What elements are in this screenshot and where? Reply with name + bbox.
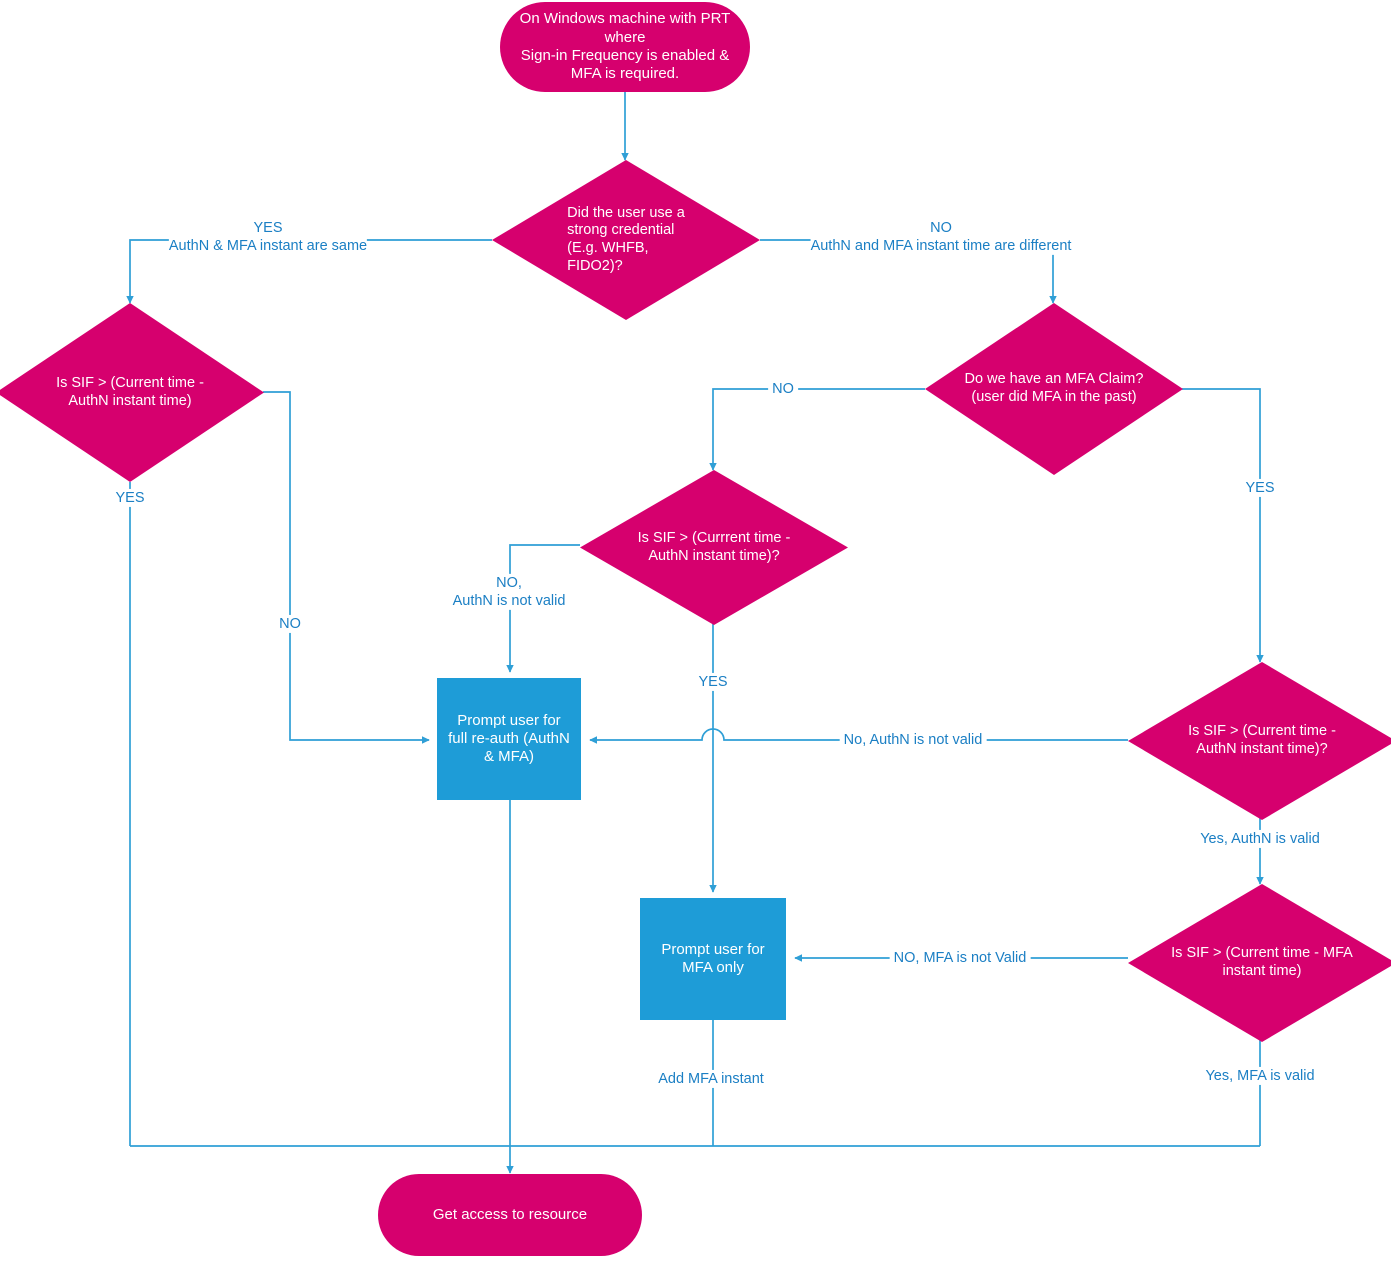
node-process-full-reauth[interactable]: Prompt user for full re-auth (AuthN & MF… <box>437 678 581 800</box>
edge-label-left-no: NO <box>276 614 304 634</box>
node-decision-sif-authn-right-label: Is SIF > (Current time - AuthN instant t… <box>1188 723 1336 757</box>
edge-label-right-yes-mfa-valid: Yes, MFA is valid <box>1201 1066 1319 1086</box>
node-start[interactable]: On Windows machine with PRT where Sign-i… <box>500 2 750 92</box>
edge-label-right-yes-authn-valid: Yes, AuthN is valid <box>1200 829 1320 849</box>
edge-label-no-different: NO AuthN and MFA instant time are differ… <box>810 218 1072 256</box>
node-decision-sif-authn-left-label: Is SIF > (Current time - AuthN instant t… <box>56 374 204 409</box>
edge-label-mid-yes: YES <box>695 672 731 692</box>
edge-label-add-mfa-instant: Add MFA instant <box>654 1069 768 1089</box>
node-decision-sif-authn-mid-label: Is SIF > (Currrent time - AuthN instant … <box>637 529 791 564</box>
node-process-mfa-only[interactable]: Prompt user for MFA only <box>640 898 786 1020</box>
edge-yes-to-leftsif <box>126 239 492 304</box>
edge-label-mid-no-authn-invalid: NO, AuthN is not valid <box>452 573 566 611</box>
edge-mfaclaim-no-to-midsif <box>709 388 925 471</box>
node-start-label: On Windows machine with PRT where Sign-i… <box>519 10 731 83</box>
node-decision-sif-mfa-right-label: Is SIF > (Current time - MFA instant tim… <box>1171 945 1353 979</box>
edge-label-right-no-authn-invalid: No, AuthN is not valid <box>839 730 987 750</box>
node-process-full-reauth-label: Prompt user for full re-auth (AuthN & MF… <box>448 711 570 766</box>
edge-leftsif-no-to-fullreauth <box>263 391 430 744</box>
edge-label-right-no-mfa-invalid: NO, MFA is not Valid <box>889 948 1031 968</box>
node-end-label: Get access to resource <box>432 1205 588 1223</box>
node-decision-mfa-claim-label: Do we have an MFA Claim? (user did MFA i… <box>964 371 1144 405</box>
edge-label-yes-same: YES AuthN & MFA instant are same <box>168 218 368 256</box>
edge-label-claim-no: NO <box>768 379 798 399</box>
node-end[interactable]: Get access to resource <box>378 1174 642 1256</box>
node-process-mfa-only-label: Prompt user for MFA only <box>661 940 765 976</box>
edge-label-claim-yes: YES <box>1242 478 1278 498</box>
edge-mfaclaim-yes-to-rightsif <box>1182 388 1264 663</box>
edge-label-left-yes: YES <box>112 488 148 508</box>
node-decision-strong-credential-label: Did the user use a strong credential (E.… <box>567 204 685 274</box>
edge-rightsif-no-to-fullreauth <box>589 728 1128 744</box>
edge-midsif-no-to-fullreauth <box>506 544 580 673</box>
